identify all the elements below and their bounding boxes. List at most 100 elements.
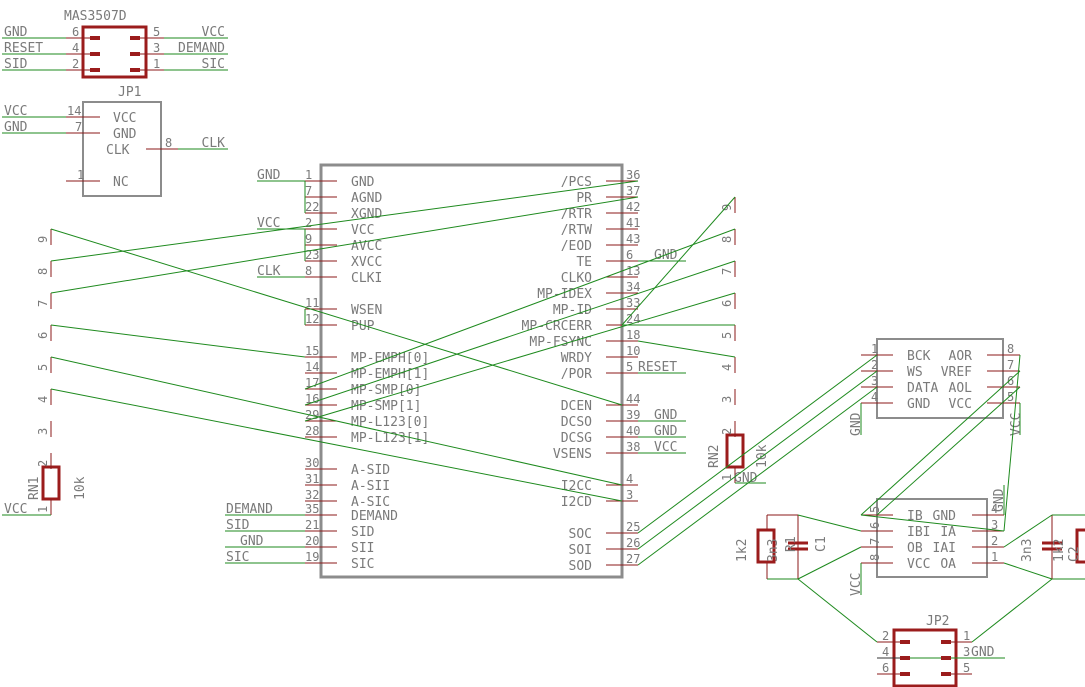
r1-body [756, 528, 776, 564]
pin-name: MP-SMP[1] [351, 399, 421, 414]
pin-number: 3 [991, 518, 998, 532]
pin-number: 3 [871, 374, 878, 388]
pin-number: 1 [305, 168, 312, 182]
pin-number: 24 [626, 312, 640, 326]
pin-number: 11 [305, 296, 319, 310]
pin-number: 13 [626, 264, 640, 278]
dac-body [876, 338, 1004, 419]
pin-number: 4 [871, 390, 878, 404]
pin-number: 1 [720, 474, 734, 481]
pin-number: 6 [882, 661, 889, 675]
pin-number: 1 [991, 550, 998, 564]
c2-name: C2 [1067, 546, 1082, 562]
pin-number: 40 [626, 424, 640, 438]
net-label: VCC [654, 440, 677, 455]
pin-number: 14 [67, 104, 81, 118]
pin-name: MP-L123[1] [351, 431, 429, 446]
pin-name: XVCC [351, 255, 382, 270]
pin-number: 5 [153, 25, 160, 39]
pin-number: 23 [305, 248, 319, 262]
pin-number: 25 [626, 520, 640, 534]
pin-number: 8 [1007, 342, 1014, 356]
pin-number: 27 [626, 552, 640, 566]
pin-number: 1 [36, 506, 50, 513]
pin-number: 29 [305, 408, 319, 422]
c1-value: 3n3 [766, 539, 781, 562]
r2-body [1075, 528, 1085, 564]
pin-name: GND [933, 509, 957, 524]
pin-number: 4 [626, 472, 633, 486]
pin-name: GND [907, 397, 931, 412]
pin-number: 44 [626, 392, 640, 406]
pin-name: OB [907, 541, 923, 556]
pin-number: 43 [626, 232, 640, 246]
jp2-connector: JP2 2 4 6 1 3 5 GND [877, 614, 1005, 687]
pin-number: 3 [963, 645, 970, 659]
pin-number: 42 [626, 200, 640, 214]
pin-number: 37 [626, 184, 640, 198]
pin-name: SII [351, 541, 374, 556]
net-label: GND [849, 412, 864, 436]
pin-name: DATA [907, 381, 938, 396]
pin-name: /PCS [561, 175, 592, 190]
pin-number: 20 [305, 534, 319, 548]
pin-number: 8 [720, 236, 734, 243]
pin-name: CLKO [561, 271, 592, 286]
pin-name: CLK [106, 143, 130, 158]
pin-number: 3 [626, 488, 633, 502]
pin-number: 2 [305, 216, 312, 230]
pin-name: AOL [949, 381, 973, 396]
pin-name: VREF [941, 365, 972, 380]
net-label: GND [4, 25, 28, 40]
net-label: GND [654, 408, 678, 423]
rn1-body [41, 465, 61, 501]
c1-name: C1 [814, 536, 829, 552]
rn1-name: RN1 [27, 477, 42, 500]
pin-number: 6 [72, 25, 79, 39]
pin-number: 19 [305, 550, 319, 564]
pin-number: 5 [868, 506, 882, 513]
pin-number: 22 [305, 200, 319, 214]
pin-name: /EOD [561, 239, 592, 254]
pin-number: 5 [720, 332, 734, 339]
pin-number: 1 [77, 168, 84, 182]
pin-name: DCEN [561, 399, 592, 414]
mas-body [81, 25, 148, 79]
pin-name: A-SID [351, 463, 390, 478]
pin-number: 3 [153, 41, 160, 55]
rn2-body [725, 433, 745, 469]
r1-c1-network: 1k2 3n3 R1 C1 [735, 514, 829, 580]
pin-number: 7 [36, 300, 50, 307]
net-label: GND [734, 471, 758, 486]
net-label: GND [654, 424, 678, 439]
pin-number: 8 [36, 268, 50, 275]
pin-number: 34 [626, 280, 640, 294]
net-label: CLK [202, 136, 226, 151]
pin-name: DCSG [561, 431, 592, 446]
net-label: GND [971, 645, 995, 660]
pin-number: 14 [305, 360, 319, 374]
jp1-title: JP1 [118, 85, 141, 100]
net-label: GND [240, 534, 264, 549]
pin-number: 2 [882, 629, 889, 643]
pin-number: 2 [36, 460, 50, 467]
pin-name: MP-FSYNC [529, 335, 592, 350]
pin-name: PR [576, 191, 592, 206]
amp-ic: 5 6 7 8 4 3 2 1 IB IBI OB VCC GND IA IAI… [849, 485, 1007, 596]
pin-name: IAI [933, 541, 956, 556]
net-label: DEMAND [226, 502, 273, 517]
pin-name: MP-SMP[0] [351, 383, 421, 398]
pin-name: GND [351, 175, 375, 190]
pin-number: 8 [305, 264, 312, 278]
pin-number: 32 [305, 488, 319, 502]
pin-number: 1 [871, 342, 878, 356]
pin-number: 17 [305, 376, 319, 390]
pin-name: SOI [569, 543, 592, 558]
pin-number: 4 [36, 396, 50, 403]
pin-name: /RTR [561, 207, 592, 222]
pin-number: 7 [305, 184, 312, 198]
pin-name: VSENS [553, 447, 592, 462]
pin-number: 5 [626, 360, 633, 374]
